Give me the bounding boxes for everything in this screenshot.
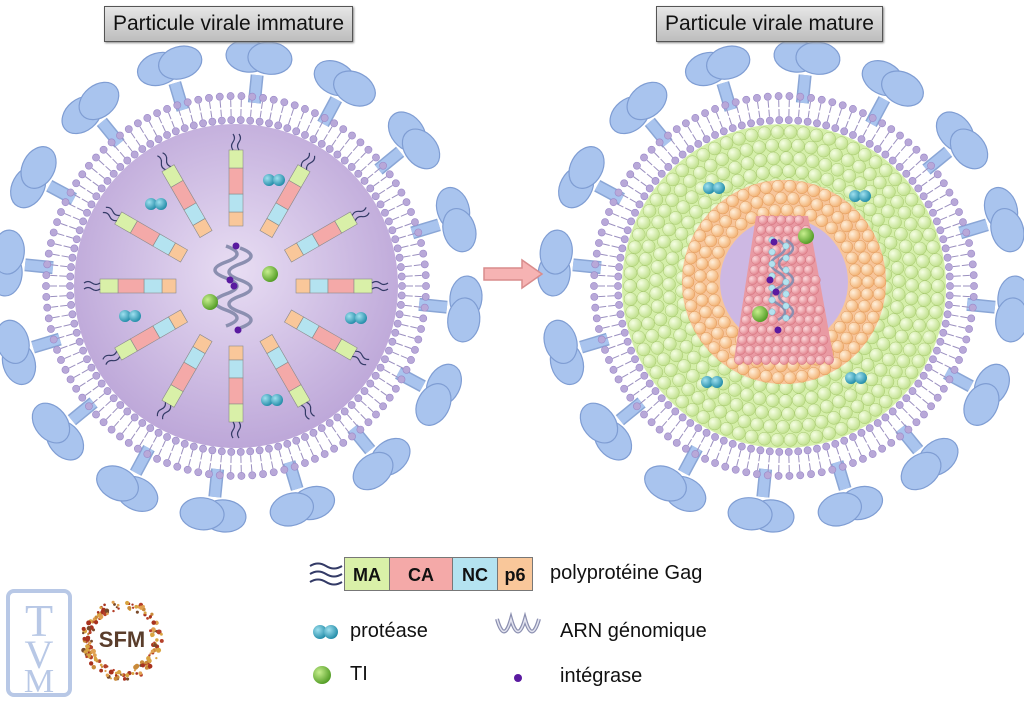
integrase-legend-icon — [514, 674, 522, 682]
rna-label: ARN génomique — [560, 620, 707, 642]
gag-segment-ca: CA — [389, 557, 453, 591]
gag-segment-ma: MA — [344, 557, 390, 591]
protease-label: protéase — [350, 620, 428, 642]
svg-text:M: M — [24, 663, 54, 700]
svg-text:T: T — [25, 595, 53, 646]
integrase-label: intégrase — [560, 665, 643, 687]
gag-tail-icon — [309, 562, 343, 586]
title-immature: Particule virale immature — [104, 6, 354, 42]
gag-segment-nc: NC — [452, 557, 498, 591]
title-mature: Particule virale mature — [656, 6, 883, 42]
legend — [309, 562, 541, 684]
protease-legend-icon — [313, 625, 338, 639]
ti-legend-icon — [313, 666, 331, 684]
sfm-logo: SFM — [81, 600, 164, 681]
tvm-logo: T V M — [6, 589, 72, 700]
svg-text:SFM: SFM — [99, 627, 145, 652]
immature-particle — [0, 39, 483, 533]
svg-text:V: V — [25, 632, 54, 677]
mature-particle — [537, 39, 1024, 533]
maturation-arrow — [483, 258, 544, 290]
ti-label: TI — [350, 663, 368, 685]
gag-segment-p6: p6 — [497, 557, 533, 591]
gag-label: polyprotéine Gag — [550, 562, 703, 584]
rna-legend-icon — [495, 611, 541, 634]
